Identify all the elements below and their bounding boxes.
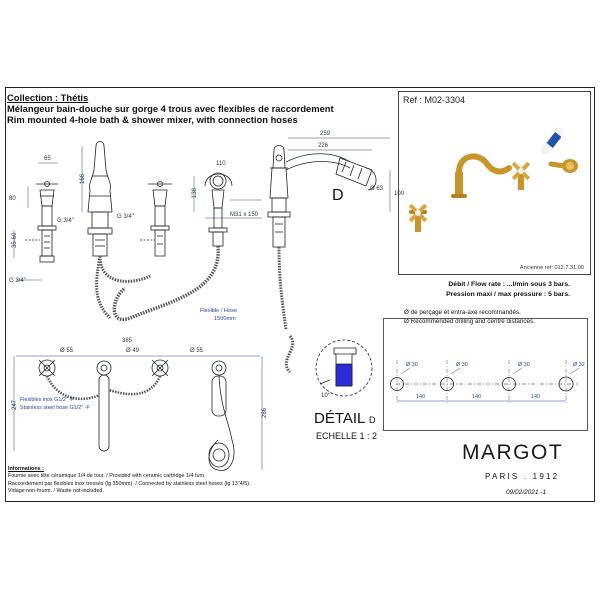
- detail-title-text: DÉTAIL: [314, 410, 365, 427]
- dim-80: 80: [9, 196, 16, 202]
- hole-3-diameter: Ø 30: [518, 362, 530, 368]
- dim-110: 110: [216, 161, 226, 167]
- hole-4-diameter: Ø 32: [573, 362, 585, 368]
- dim-g34-left: G 3/4": [57, 218, 74, 224]
- information-line-2: Raccordement par flexibles inox tressés …: [8, 480, 251, 487]
- max-pressure: Pression maxi / max pressure : 5 bars.: [446, 291, 570, 298]
- hose-fr-label: Flexibles inox G1/2" -F: [20, 397, 75, 403]
- hand-shower-image: [540, 127, 578, 173]
- document-date: 09/02/2021 -1: [506, 489, 547, 496]
- dim-247: 247: [12, 399, 18, 410]
- old-reference: Ancienne ref: 012.7.31.00: [519, 265, 584, 271]
- dim-259: 259: [320, 131, 331, 137]
- title-english: Rim mounted 4-hole bath & shower mixer, …: [7, 114, 298, 125]
- dim-m31: M31 x 150: [230, 212, 259, 218]
- hole-2-diameter: Ø 30: [456, 362, 468, 368]
- dim-385: 385: [122, 338, 133, 344]
- flow-rate: Débit / Flow rate : ...l/min sous 3 bars…: [448, 281, 570, 288]
- detail-scale: ECHELLE 1 : 2: [316, 431, 378, 441]
- detail-title: DÉTAIL D: [314, 410, 376, 427]
- drilling-note-english: Ø Recommended drilling and centre distan…: [404, 318, 535, 325]
- detail-d: [315, 339, 373, 397]
- hole-1-diameter: Ø 30: [406, 362, 418, 368]
- product-photo: [408, 127, 578, 232]
- title-french: Mélangeur bain-douche sur gorge 4 trous …: [7, 103, 334, 114]
- front-shower-holder: [204, 172, 233, 247]
- dim-63: Ø 63: [370, 186, 384, 192]
- dim-g34-middle: G 3/4": [117, 214, 134, 220]
- hose-length: 1500mm: [214, 316, 236, 322]
- front-right-handle: [140, 181, 172, 257]
- spacing-2: 140: [472, 394, 481, 400]
- detail-angle: 10°: [321, 393, 331, 399]
- right-handle-image: [511, 161, 531, 190]
- detail-letter: D: [369, 415, 376, 425]
- drilling-diagram-box: [383, 318, 588, 431]
- dim-g34-bottom: G 3/4": [9, 278, 26, 284]
- information-block: Informations : Fournie avec tête céramiq…: [8, 466, 251, 496]
- spacing-3: 140: [531, 394, 540, 400]
- reference-box: Ref : M02-3304: [398, 91, 591, 275]
- dim-55-left: Ø 55: [60, 348, 74, 354]
- dim-55-right: Ø 55: [190, 348, 204, 354]
- front-left-handle: [25, 181, 58, 263]
- information-line-3: Vidage non-fourni. / Waste not-included.: [8, 488, 104, 495]
- brand-logo: MARGOT: [462, 441, 564, 464]
- sheet-border: [5, 87, 595, 502]
- drilling-note-french: Ø de perçage et entra-axe recommandés.: [404, 309, 521, 316]
- spout-image: [451, 153, 512, 198]
- front-cradle: [267, 145, 377, 248]
- spacing-1: 140: [416, 394, 425, 400]
- dim-65: 65: [44, 156, 51, 162]
- information-title: Informations :: [8, 466, 44, 472]
- collection-title: Collection : Thétis: [7, 92, 89, 103]
- dim-100: 100: [394, 191, 405, 197]
- reference-label: Ref : M02-3304: [403, 95, 466, 105]
- front-spout: [87, 141, 113, 257]
- drilling-diagram: [390, 360, 580, 405]
- brand-city: PARIS . 1912: [485, 472, 560, 481]
- information-line-1: Fournie avec tête céramique 1/4 de tour.…: [8, 473, 206, 480]
- top-view: [13, 335, 295, 471]
- dim-range: 35-60: [12, 232, 18, 248]
- left-handle-image: [408, 203, 428, 232]
- dim-226: 226: [318, 143, 329, 149]
- hose-label: Flexible / Hose: [200, 308, 237, 314]
- dim-166: 166: [80, 173, 86, 184]
- dim-286: 286: [262, 407, 268, 418]
- dim-49: Ø 49: [126, 348, 140, 354]
- dim-138: 138: [192, 187, 198, 198]
- hose-en-label: Stainless steel hose G1/2" -F: [20, 405, 90, 411]
- detail-marker: D: [332, 187, 344, 204]
